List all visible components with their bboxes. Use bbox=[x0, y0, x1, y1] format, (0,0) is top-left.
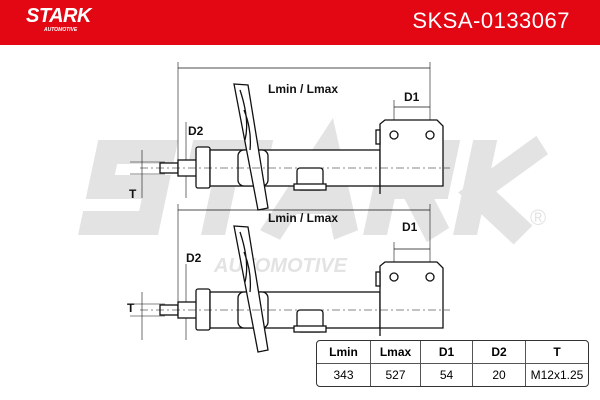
spec-header-row: Lmin Lmax D1 D2 T bbox=[317, 341, 588, 364]
part-number: SKSA-0133067 bbox=[412, 8, 570, 33]
value-t: M12x1.25 bbox=[530, 368, 584, 382]
brand-logo: STARK bbox=[26, 5, 91, 27]
d1-label-1: D1 bbox=[404, 90, 420, 104]
watermark-sub: AUTOMOTIVE bbox=[213, 255, 348, 277]
d2-label-2: D2 bbox=[186, 251, 202, 265]
header-lmax: Lmax bbox=[371, 341, 421, 364]
header-bar: STARK AUTOMOTIVE SKSA-0133067 bbox=[0, 0, 600, 45]
value-d2: 20 bbox=[473, 364, 526, 386]
t-label-1: T bbox=[129, 187, 137, 201]
d2-label-1: D2 bbox=[188, 124, 204, 138]
length-label-1: Lmin / Lmax bbox=[268, 82, 338, 96]
header-d1: D1 bbox=[421, 341, 473, 364]
header-t: T bbox=[526, 341, 588, 364]
value-d1: 54 bbox=[421, 364, 473, 386]
dimension-labels-2: Lmin / Lmax D1 D2 T bbox=[127, 211, 418, 315]
header-lmin: Lmin bbox=[317, 341, 371, 364]
length-label-2: Lmin / Lmax bbox=[268, 211, 338, 225]
spec-value-row: 343 527 54 20 M12x1.25 bbox=[317, 364, 588, 386]
value-lmin: 343 bbox=[317, 364, 371, 386]
spec-table: Lmin Lmax D1 D2 T 343 527 54 20 M12x1.25 bbox=[316, 340, 589, 387]
brand-logo-sub: AUTOMOTIVE bbox=[44, 27, 78, 33]
header-d2: D2 bbox=[473, 341, 526, 364]
watermark-registered: ® bbox=[530, 205, 546, 230]
shock-absorber-view-1 bbox=[130, 62, 450, 211]
value-lmax: 527 bbox=[371, 364, 421, 386]
dimension-labels-1: Lmin / Lmax D1 D2 T bbox=[129, 82, 420, 201]
t-label-2: T bbox=[127, 301, 135, 315]
d1-label-2: D1 bbox=[402, 220, 418, 234]
